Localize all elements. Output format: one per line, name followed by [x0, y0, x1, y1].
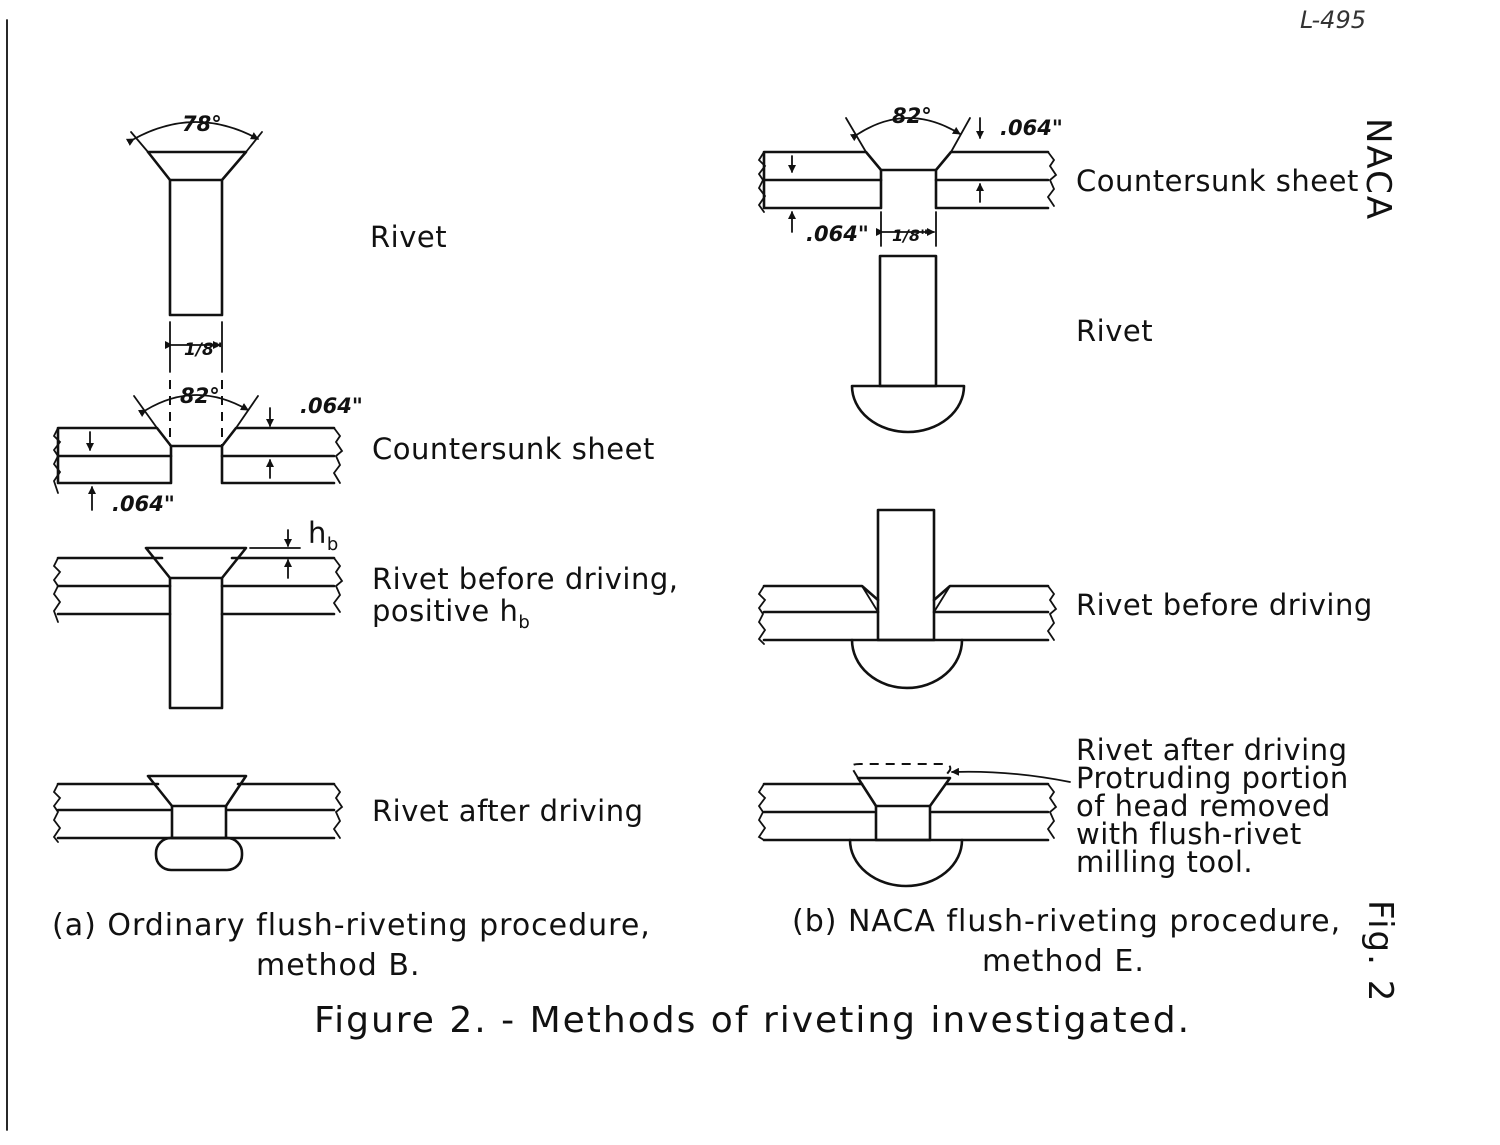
a-label-rivet: Rivet — [370, 220, 448, 254]
b-caption-line2: method E. — [982, 944, 1145, 979]
a-head-height: hb — [308, 516, 339, 555]
b-caption-line1: (b) NACA flush-riveting procedure, — [792, 904, 1342, 939]
leader-arrow — [951, 767, 1071, 783]
a-label-before-driving-line2: positive hb — [372, 594, 531, 633]
b-sheet-thickness-bottom: .064" — [806, 222, 869, 246]
a-label-countersunk-sheet: Countersunk sheet — [372, 432, 655, 466]
b-label-before-driving: Rivet before driving — [1076, 588, 1373, 622]
a-sheet-thickness-top: .064" — [300, 394, 363, 418]
naca-side-label: NACA — [1358, 118, 1398, 222]
panel-a-countersunk-sheet — [52, 380, 344, 511]
document-number: L-495 — [1300, 6, 1366, 34]
panel-a-rivet-before-driving — [52, 529, 344, 710]
a-sheet-thickness-bottom: .064" — [112, 492, 175, 516]
figure-side-label: Fig. 2 — [1360, 900, 1400, 1004]
a-label-after-driving: Rivet after driving — [372, 794, 644, 828]
panel-b-rivet-after-driving — [757, 763, 1071, 888]
b-label-rivet: Rivet — [1076, 314, 1154, 348]
b-countersink-angle: 82° — [892, 104, 932, 128]
b-hole-diameter: 1/8" — [892, 226, 929, 245]
b-label-countersunk-sheet: Countersunk sheet — [1076, 164, 1359, 198]
panel-a-rivet — [125, 121, 263, 373]
figure-title: Figure 2. - Methods of riveting investig… — [314, 1000, 1192, 1041]
a-caption-line1: (a) Ordinary flush-riveting procedure, — [52, 908, 651, 943]
panel-a-rivet-after-driving — [52, 774, 344, 872]
a-caption-line2: method B. — [256, 948, 421, 983]
a-label-before-driving-line1: Rivet before driving, — [372, 562, 679, 596]
b-sheet-thickness-top: .064" — [1000, 116, 1063, 140]
a-head-angle: 78° — [182, 112, 222, 136]
panel-b-countersunk-sheet — [757, 117, 1058, 247]
head-angle-arc — [125, 121, 259, 146]
a-countersink-angle: 82° — [180, 384, 220, 408]
panel-b-rivet-before-driving — [757, 508, 1058, 690]
b-label-after-driving: Rivet after driving Protruding portion o… — [1076, 733, 1349, 879]
panel-b-rivet — [850, 254, 966, 434]
a-shank-diameter: 1/8" — [184, 340, 223, 360]
